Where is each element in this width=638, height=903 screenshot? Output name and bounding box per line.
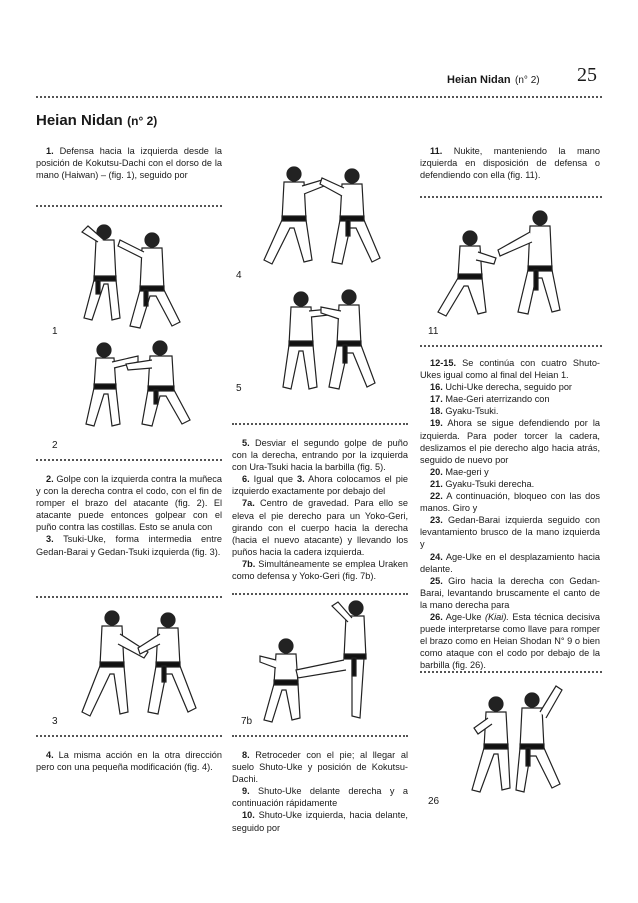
step-number: 17.	[430, 394, 443, 405]
divider	[232, 735, 408, 737]
step-number: 16.	[430, 382, 443, 393]
step-number: 23.	[430, 515, 443, 526]
divider	[420, 345, 602, 347]
running-header-title: Heian Nidan	[447, 74, 511, 86]
figure-label: 11	[428, 326, 439, 337]
step-number: 7b.	[242, 558, 256, 569]
step-text: Ahora se sigue defendiendo por la izquie…	[420, 418, 600, 465]
step-text: Gedan-Barai izquierda seguido con levant…	[420, 515, 600, 550]
step-text: Centro de gravedad. Para ello se eleva e…	[232, 498, 408, 557]
section-title-sub: (n° 2)	[127, 114, 158, 128]
divider	[420, 196, 602, 198]
page-number: 25	[577, 64, 597, 86]
step-number: 4.	[46, 750, 54, 760]
figure-label: 2	[52, 440, 58, 451]
header-rule	[36, 96, 602, 98]
divider	[36, 596, 222, 598]
step-number: 11.	[430, 146, 443, 156]
col3-body: 12-15. Se continúa con cuatro Shuto-Ukes…	[420, 357, 600, 671]
step-number: 21.	[430, 478, 443, 489]
step-text: Retroceder con el pie; al llegar al suel…	[232, 750, 408, 785]
step-text: Nukite, manteniendo la mano izquierda en…	[420, 146, 600, 181]
step-text: Shuto-Uke delante derecha y a continuaci…	[232, 786, 408, 809]
divider	[232, 593, 408, 595]
col3-intro: 11. Nukite, manteniendo la mano izquierd…	[420, 145, 600, 181]
divider	[232, 423, 408, 425]
step-number: 2.	[46, 474, 54, 484]
step-text: Se continúa con cuatro Shuto-Ukes igual …	[420, 358, 600, 381]
divider	[36, 459, 222, 461]
figure-label: 5	[236, 383, 242, 394]
step-text: Igual que	[249, 474, 297, 485]
step-text: Uchi-Uke derecha, seguido por	[442, 382, 572, 393]
figure-26	[471, 685, 563, 793]
step-text: Defensa hacia la izquierda desde la posi…	[36, 146, 222, 181]
step-text: Esta técnica decisiva puede interpretars…	[420, 611, 600, 671]
figure-2	[85, 340, 191, 427]
running-header: Heian Nidan (n° 2)	[447, 70, 607, 90]
step-text: Gyaku-Tsuki.	[442, 406, 499, 417]
step-number: 20.	[430, 466, 443, 477]
step-text: Ahora colocamos el pie izquierdo exactam…	[232, 474, 408, 497]
step-number: 24.	[430, 551, 443, 562]
figure-7b	[259, 600, 367, 723]
step-text: Mae-geri y	[442, 466, 489, 477]
step-number: 7a.	[242, 498, 255, 509]
col1-intro: 1. Defensa hacia la izquierda desde la p…	[36, 145, 222, 181]
step-text: Tsuki-Uke, forma intermedia entre Gedan-…	[36, 534, 222, 557]
step-number: 9.	[242, 786, 250, 797]
step-text: La misma acción en la otra dirección per…	[36, 750, 222, 773]
step-text: Gyaku-Tsuki derecha.	[442, 478, 535, 489]
figure-label: 1	[52, 326, 58, 337]
step-text: A continuación, bloqueo con las dos mano…	[420, 491, 600, 514]
figure-label: 7b	[241, 716, 253, 727]
step-text: Giro hacia la derecha con Gedan-Barai, l…	[420, 575, 600, 610]
col1-tail: 4. La misma acción en la otra dirección …	[36, 749, 222, 773]
figure-11	[437, 210, 561, 317]
figure-label: 26	[428, 796, 440, 807]
step-text: Golpe con la izquierda contra la muñeca …	[36, 474, 222, 533]
figure-3	[81, 610, 197, 717]
figure-1	[81, 224, 181, 329]
figure-label: 3	[52, 716, 58, 727]
step-text: Shuto-Uke izquierda, hacia delante, segu…	[232, 810, 408, 833]
step-number: 5.	[242, 438, 250, 448]
step-number: 8.	[242, 750, 250, 760]
step-number: 3.	[46, 534, 54, 545]
step-number: 1.	[46, 146, 54, 156]
step-number: 12-15.	[430, 358, 457, 368]
step-number: 10.	[242, 810, 255, 821]
figure-4	[263, 166, 381, 265]
kiai-text: (Kiai).	[484, 611, 509, 622]
step-text: Simultáneamente se emplea Uraken como de…	[232, 558, 408, 582]
figure-5	[282, 289, 376, 390]
figure-label: 4	[236, 270, 242, 281]
step-number: 18.	[430, 406, 443, 417]
step-number: 26.	[430, 611, 443, 622]
col1-body: 2. Golpe con la izquierda contra la muñe…	[36, 473, 222, 558]
divider	[36, 205, 222, 207]
step-number: 25.	[430, 575, 443, 586]
step-text: Age-Uke en el desplazamiento hacia delan…	[420, 551, 600, 574]
section-title-main: Heian Nidan	[36, 112, 123, 129]
step-number: 22.	[430, 491, 443, 502]
divider	[420, 671, 602, 673]
step-text: Desviar el segundo golpe de puño con la …	[232, 438, 408, 473]
section-title: Heian Nidan (n° 2)	[36, 112, 157, 130]
step-text: Age-Uke	[442, 611, 485, 622]
divider	[36, 735, 222, 737]
running-header-subtitle: (n° 2)	[515, 75, 540, 86]
step-number: 6.	[242, 474, 250, 485]
col2-tail: 8. Retroceder con el pie; al llegar al s…	[232, 749, 408, 834]
step-number: 19.	[430, 418, 443, 429]
step-number: 3.	[296, 474, 305, 485]
step-text: Mae-Geri aterrizando con	[442, 394, 550, 405]
col2-body: 5. Desviar el segundo golpe de puño con …	[232, 437, 408, 582]
